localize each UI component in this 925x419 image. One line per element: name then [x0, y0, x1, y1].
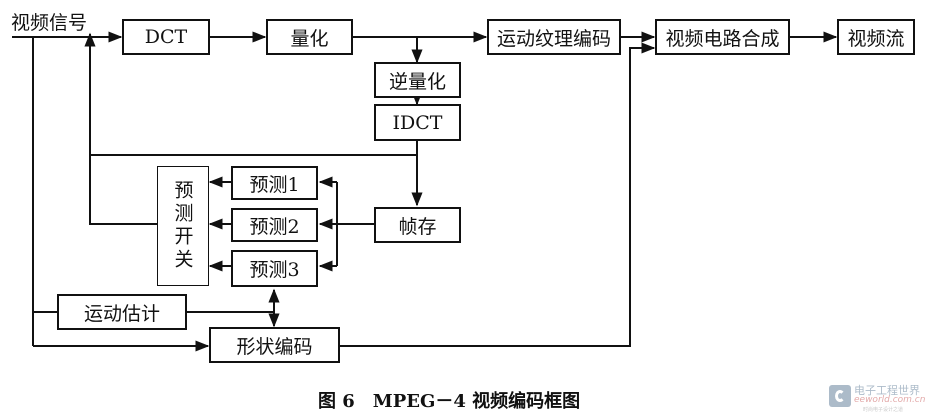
- motion-texture-coding-block: 运动纹理编码: [487, 19, 621, 55]
- motion-estimation-block: 运动估计: [57, 294, 187, 330]
- quantize-block: 量化: [266, 19, 353, 55]
- watermark-domain: eeworld.com.cn: [854, 395, 925, 405]
- dct-block: DCT: [122, 19, 210, 55]
- shape-coding-block: 形状编码: [209, 327, 340, 363]
- idct-block: IDCT: [374, 104, 461, 141]
- watermark-tagline: 时尚电子设计之道: [863, 407, 904, 413]
- video-stream-block: 视频流: [837, 19, 915, 55]
- prediction-3-block: 预测3: [231, 250, 318, 287]
- edge-shape-synthesis: [339, 42, 656, 347]
- input-video-signal-label: 视频信号: [11, 12, 88, 34]
- figure-caption: 图 6 MPEG－4 视频编码框图: [318, 391, 581, 412]
- edge-switch-input: [84, 32, 157, 225]
- prediction-2-block: 预测2: [231, 208, 318, 242]
- eeworld-logo-icon: [829, 385, 851, 407]
- inverse-quantize-block: 逆量化: [374, 62, 461, 98]
- watermark-logo: 电子工程世界 eeworld.com.cn 时尚电子设计之道: [823, 382, 925, 416]
- prediction-switch-block: 预测开关: [157, 166, 209, 286]
- prediction-1-block: 预测1: [231, 166, 318, 200]
- video-circuit-synthesis-block: 视频电路合成: [655, 19, 790, 55]
- frame-buffer-block: 帧存: [374, 207, 461, 243]
- prediction-switch-label: 预测开关: [171, 180, 194, 272]
- watermark-title: 电子工程世界: [854, 384, 920, 397]
